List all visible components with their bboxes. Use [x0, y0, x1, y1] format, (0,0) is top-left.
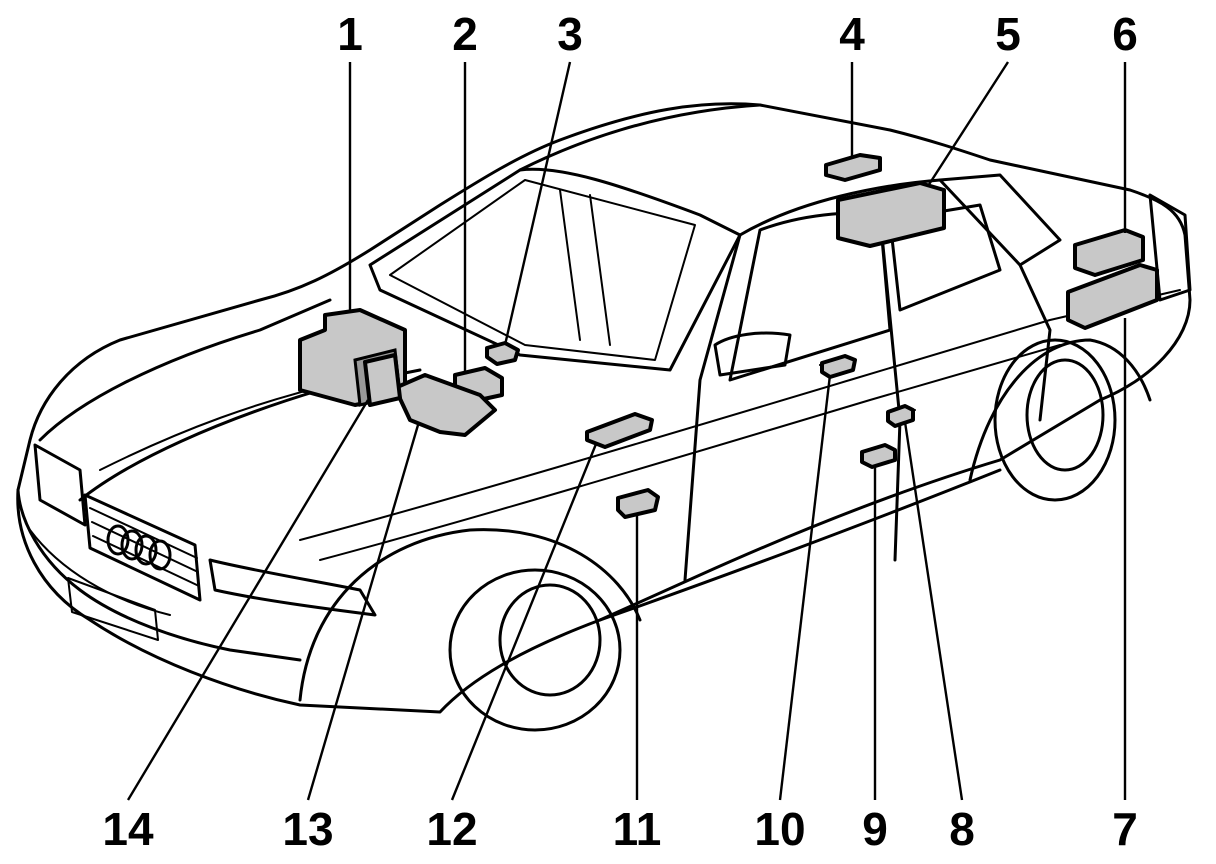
component-12: [585, 412, 654, 449]
callout-10: 10: [754, 803, 805, 855]
callout-4: 4: [839, 8, 865, 60]
callout-13: 13: [282, 803, 333, 855]
callout-8: 8: [949, 803, 975, 855]
component-3: [485, 341, 520, 366]
callout-2: 2: [452, 8, 478, 60]
component-14: [363, 353, 402, 407]
callout-3: 3: [557, 8, 583, 60]
leader-8: [903, 421, 964, 801]
component-10: [820, 354, 857, 379]
component-11: [616, 488, 660, 519]
callout-6: 6: [1112, 8, 1138, 60]
component-9: [860, 443, 897, 469]
component-4: [824, 153, 882, 182]
leader-13: [306, 424, 420, 801]
audi-rings-logo: [106, 524, 172, 571]
component-13: [393, 373, 497, 437]
component-5: [836, 181, 946, 248]
leader-5: [926, 61, 1010, 187]
component-8: [886, 404, 915, 428]
callout-14: 14: [102, 803, 154, 855]
callout-12: 12: [426, 803, 477, 855]
leader-12: [450, 443, 598, 801]
callout-labels: 1 2 3 4 5 6 7 8 9 10 11 12 13 14: [102, 8, 1137, 855]
leader-3: [503, 61, 572, 346]
callout-11: 11: [613, 803, 662, 855]
callout-1: 1: [337, 8, 363, 60]
callout-7: 7: [1112, 803, 1138, 855]
leader-10: [778, 374, 832, 801]
car-body-outline: [16, 102, 1192, 732]
callout-9: 9: [862, 803, 888, 855]
leader-lines: [126, 61, 1127, 801]
leader-14: [126, 399, 370, 801]
callout-5: 5: [995, 8, 1021, 60]
component-7: [1066, 263, 1159, 330]
